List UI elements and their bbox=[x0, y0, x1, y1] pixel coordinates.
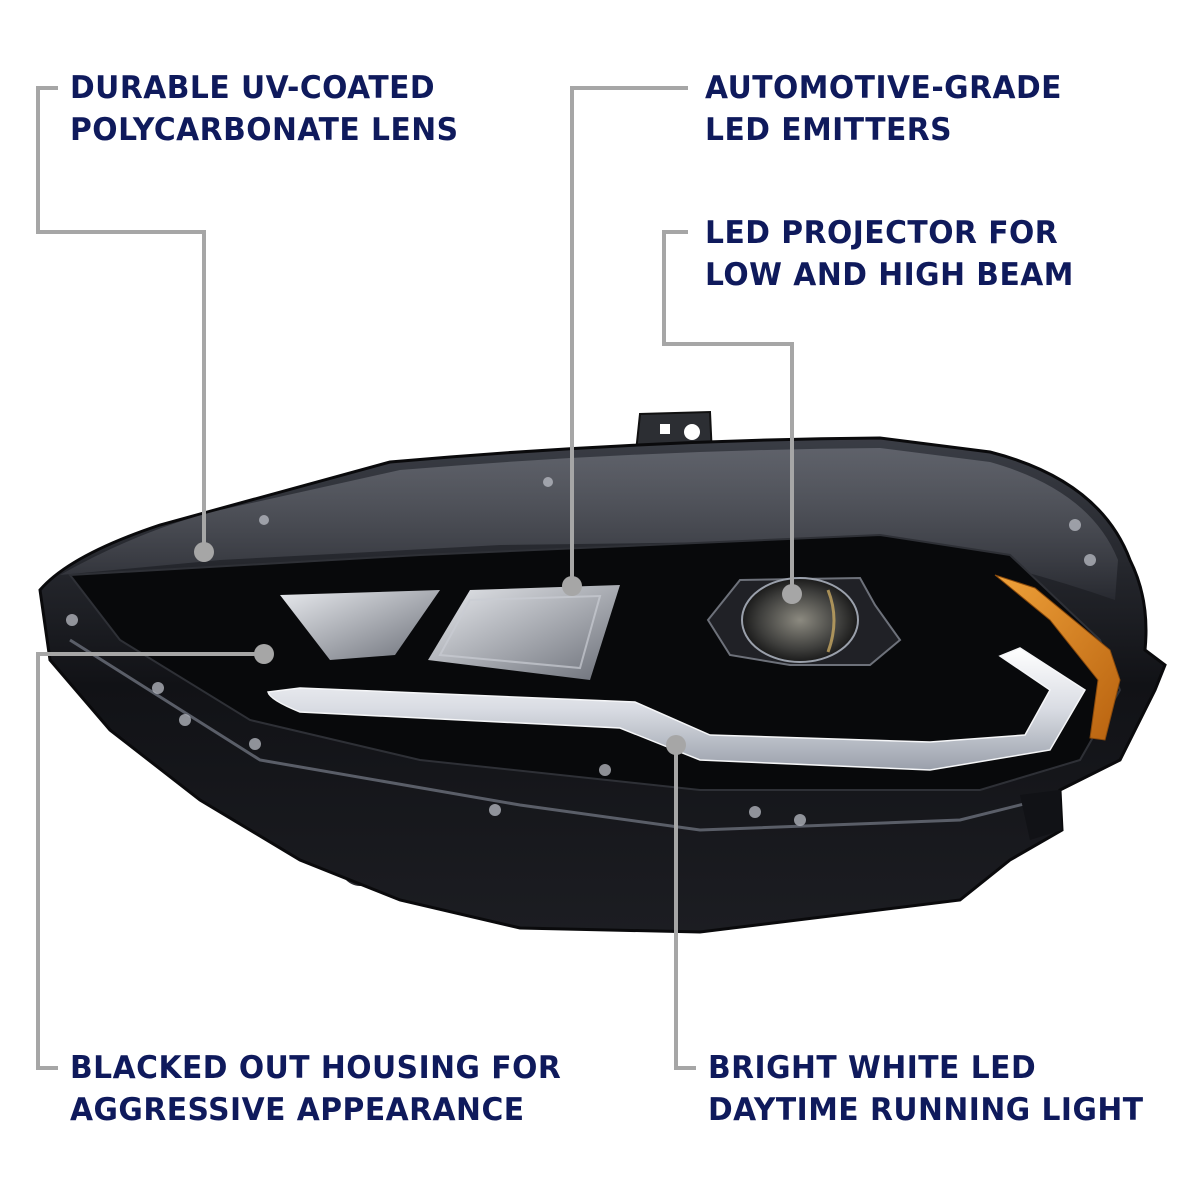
headlight-body bbox=[38, 410, 1167, 934]
leader-line-drl bbox=[674, 745, 696, 1070]
callout-drl: BRIGHT WHITE LED DAYTIME RUNNING LIGHT bbox=[708, 1047, 1144, 1131]
callout-lens-line1: DURABLE UV-COATED bbox=[70, 70, 436, 106]
leader-dots bbox=[194, 542, 802, 755]
callout-emitters-line1: AUTOMOTIVE-GRADE bbox=[705, 70, 1062, 106]
callout-projector-line1: LED PROJECTOR FOR bbox=[705, 215, 1059, 251]
leader-line-projector bbox=[662, 230, 794, 595]
leader-lines bbox=[36, 86, 794, 1070]
callout-projector: LED PROJECTOR FOR LOW AND HIGH BEAM bbox=[705, 212, 1074, 296]
callout-lens-line2: POLYCARBONATE LENS bbox=[70, 112, 459, 148]
leader-line-emitters bbox=[570, 86, 688, 587]
dot-projector bbox=[782, 584, 802, 604]
dot-housing bbox=[254, 644, 274, 664]
callout-emitters: AUTOMOTIVE-GRADE LED EMITTERS bbox=[705, 67, 1062, 151]
callout-lens: DURABLE UV-COATED POLYCARBONATE LENS bbox=[70, 67, 459, 151]
callout-drl-line2: DAYTIME RUNNING LIGHT bbox=[708, 1092, 1144, 1128]
callout-housing-line1: BLACKED OUT HOUSING FOR bbox=[70, 1050, 562, 1086]
callout-housing: BLACKED OUT HOUSING FOR AGGRESSIVE APPEA… bbox=[70, 1047, 561, 1131]
dot-lens bbox=[194, 542, 214, 562]
dot-emitters bbox=[562, 576, 582, 596]
callout-projector-line2: LOW AND HIGH BEAM bbox=[705, 257, 1074, 293]
callout-drl-line1: BRIGHT WHITE LED bbox=[708, 1050, 1037, 1086]
leader-line-lens bbox=[36, 86, 206, 553]
dot-drl bbox=[666, 735, 686, 755]
leader-line-housing bbox=[36, 652, 264, 1070]
callout-housing-line2: AGGRESSIVE APPEARANCE bbox=[70, 1092, 525, 1128]
callout-emitters-line2: LED EMITTERS bbox=[705, 112, 953, 148]
